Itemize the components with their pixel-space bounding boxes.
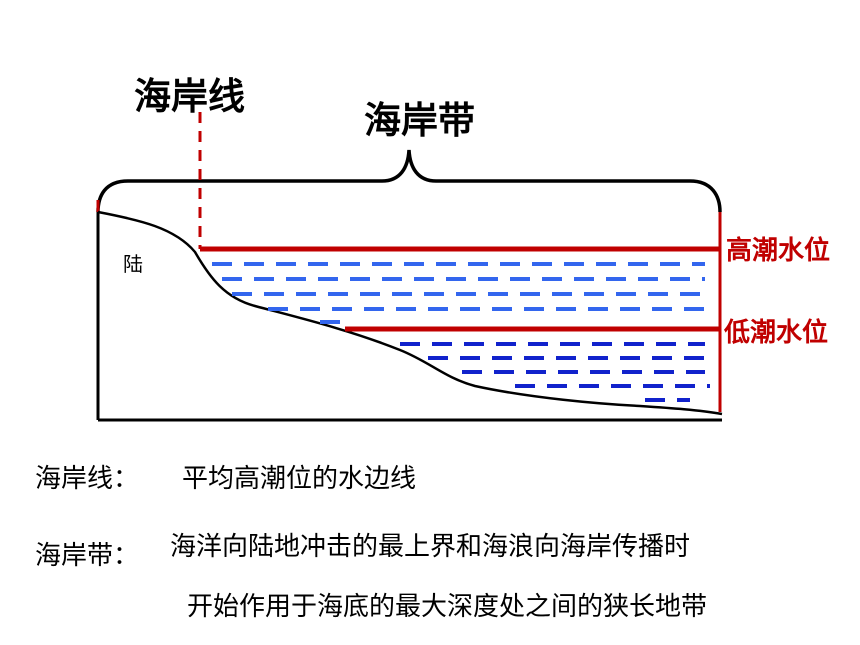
zone-definition-line1: 海洋向陆地冲击的最上界和海浪向海岸传播时 — [170, 532, 691, 562]
coastline-term: 海岸线： — [35, 464, 140, 494]
coastline-definition: 平均高潮位的水边线 — [182, 464, 417, 494]
zone-term: 海岸带： — [35, 541, 140, 571]
zone-definition-line2: 开始作用于海底的最大深度处之间的狭长地带 — [187, 592, 708, 622]
land-label: 陆 — [123, 252, 143, 276]
water-lower — [400, 342, 710, 402]
water-upper — [212, 262, 705, 324]
seabed-profile — [97, 210, 723, 416]
low-tide-label: 低潮水位 — [724, 318, 829, 348]
coastal-zone-title: 海岸带 — [364, 99, 475, 142]
coastline-title: 海岸线 — [134, 75, 245, 118]
zone-brace — [96, 149, 722, 213]
high-tide-label: 高潮水位 — [726, 236, 831, 266]
